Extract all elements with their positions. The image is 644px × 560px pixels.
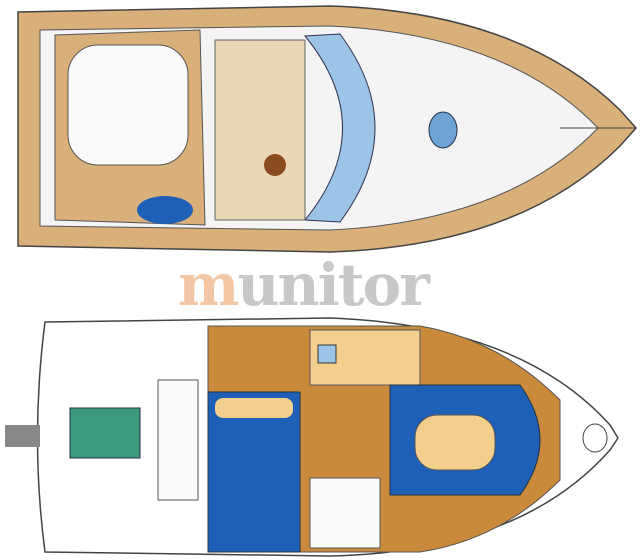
- seat-blue: [137, 196, 193, 224]
- helm-wheel: [264, 154, 286, 176]
- swim-platform: [5, 425, 40, 447]
- aft-berth: [207, 391, 301, 553]
- hatch: [428, 111, 458, 149]
- interior-layout: [5, 317, 619, 557]
- deck-plan: [17, 5, 638, 253]
- pillows: [215, 398, 293, 418]
- watermark-rest: unitor: [237, 251, 429, 319]
- watermark-first: m: [178, 251, 239, 319]
- watermark-logo: munitor: [178, 250, 430, 320]
- engine: [69, 407, 141, 459]
- forepeak-hatch: [582, 423, 608, 453]
- dinette-table: [414, 414, 496, 471]
- head: [309, 477, 381, 549]
- sink: [317, 344, 337, 364]
- windscreen: [303, 33, 376, 223]
- helm-area: [214, 39, 306, 221]
- cockpit-seat: [67, 44, 189, 166]
- galley-counter: [157, 379, 199, 501]
